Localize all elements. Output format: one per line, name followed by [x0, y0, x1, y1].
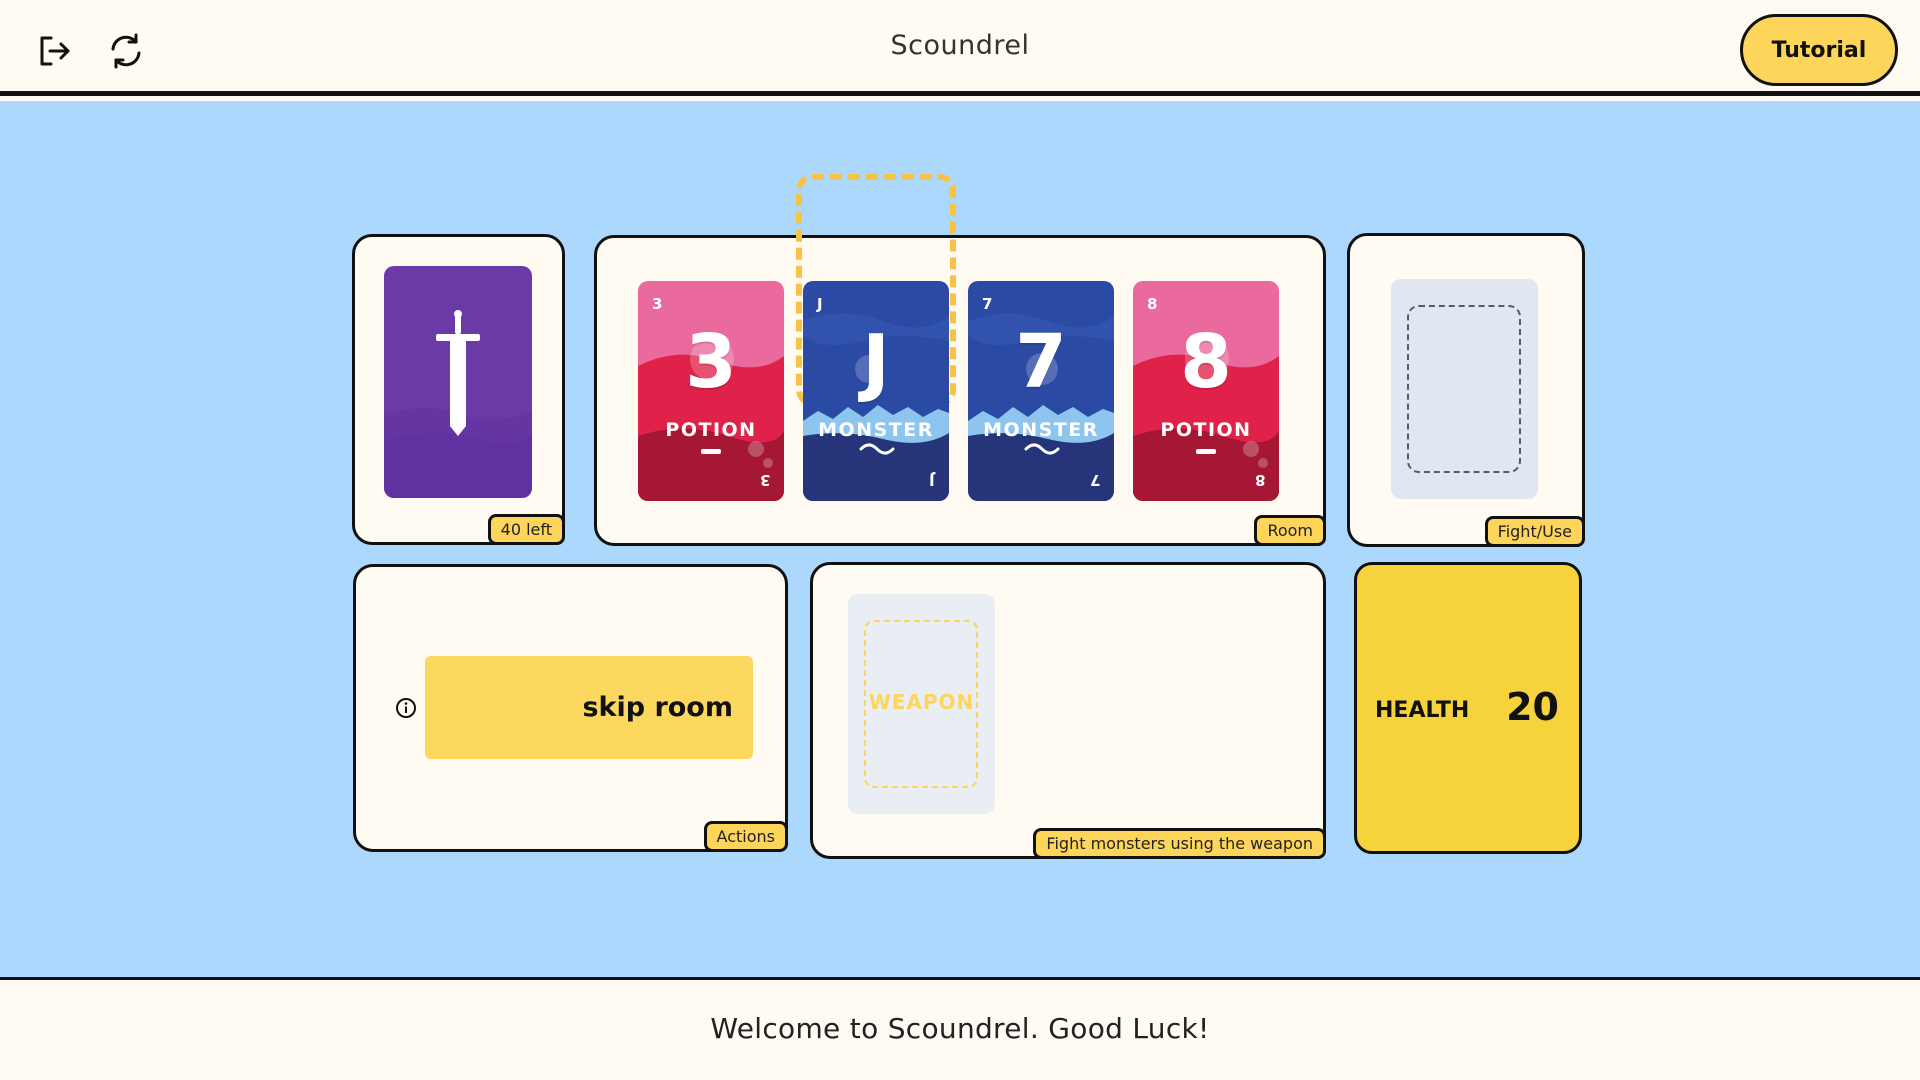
card-rank-corner-inverted: J [929, 471, 935, 489]
tutorial-button[interactable]: Tutorial [1740, 14, 1898, 86]
card-rank: 7 [1015, 319, 1067, 405]
room-card-potion-3[interactable]: 3 3 POTION 3 [638, 281, 784, 501]
actions-tag: Actions [703, 821, 788, 852]
health-value: 20 [1506, 685, 1559, 729]
exit-icon[interactable] [34, 30, 76, 72]
page-title: Scoundrel [890, 30, 1030, 61]
info-icon[interactable] [395, 697, 417, 719]
card-rank-corner: J [817, 295, 823, 313]
fight-use-tag: Fight/Use [1484, 516, 1585, 547]
weapon-slot-outline [864, 620, 978, 788]
top-bar: Scoundrel Tutorial [0, 0, 1920, 96]
room-card-monster-7[interactable]: 7 7 MONSTER 7 [968, 281, 1114, 501]
fight-drop-slot[interactable] [1391, 279, 1538, 499]
deck-card[interactable] [384, 266, 532, 498]
card-type: POTION [1160, 419, 1252, 441]
card-rank-corner: 3 [652, 295, 663, 313]
room-card-potion-8[interactable]: 8 8 POTION 8 [1133, 281, 1279, 501]
weapon-slot[interactable]: WEAPON [848, 594, 995, 814]
card-rank-corner-inverted: 7 [1089, 471, 1100, 489]
weapon-slot-label: WEAPON [868, 690, 975, 714]
card-rank-corner-inverted: 3 [759, 471, 770, 489]
weapon-panel-tag: Fight monsters using the weapon [1033, 828, 1326, 859]
card-rank-corner-inverted: 8 [1254, 471, 1265, 489]
card-rank: 3 [685, 319, 737, 405]
card-rank: 8 [1180, 319, 1232, 405]
card-type: MONSTER [983, 419, 1099, 441]
card-type: MONSTER [818, 419, 934, 441]
card-type: POTION [665, 419, 757, 441]
card-rank: J [862, 319, 890, 405]
status-message: Welcome to Scoundrel. Good Luck! [710, 1012, 1210, 1045]
deck-count-tag: 40 left [487, 514, 565, 545]
card-rank-corner: 7 [982, 295, 993, 313]
room-tag: Room [1254, 515, 1326, 546]
room-card-monster-j[interactable]: J J MONSTER J [803, 281, 949, 501]
skip-room-button[interactable]: skip room [425, 656, 753, 759]
health-panel: HEALTH 20 [1354, 562, 1582, 854]
health-label: HEALTH [1375, 698, 1470, 723]
drop-slot-outline [1407, 305, 1521, 473]
sword-icon [436, 310, 480, 436]
restart-icon[interactable] [105, 30, 147, 72]
card-rank-corner: 8 [1147, 295, 1158, 313]
